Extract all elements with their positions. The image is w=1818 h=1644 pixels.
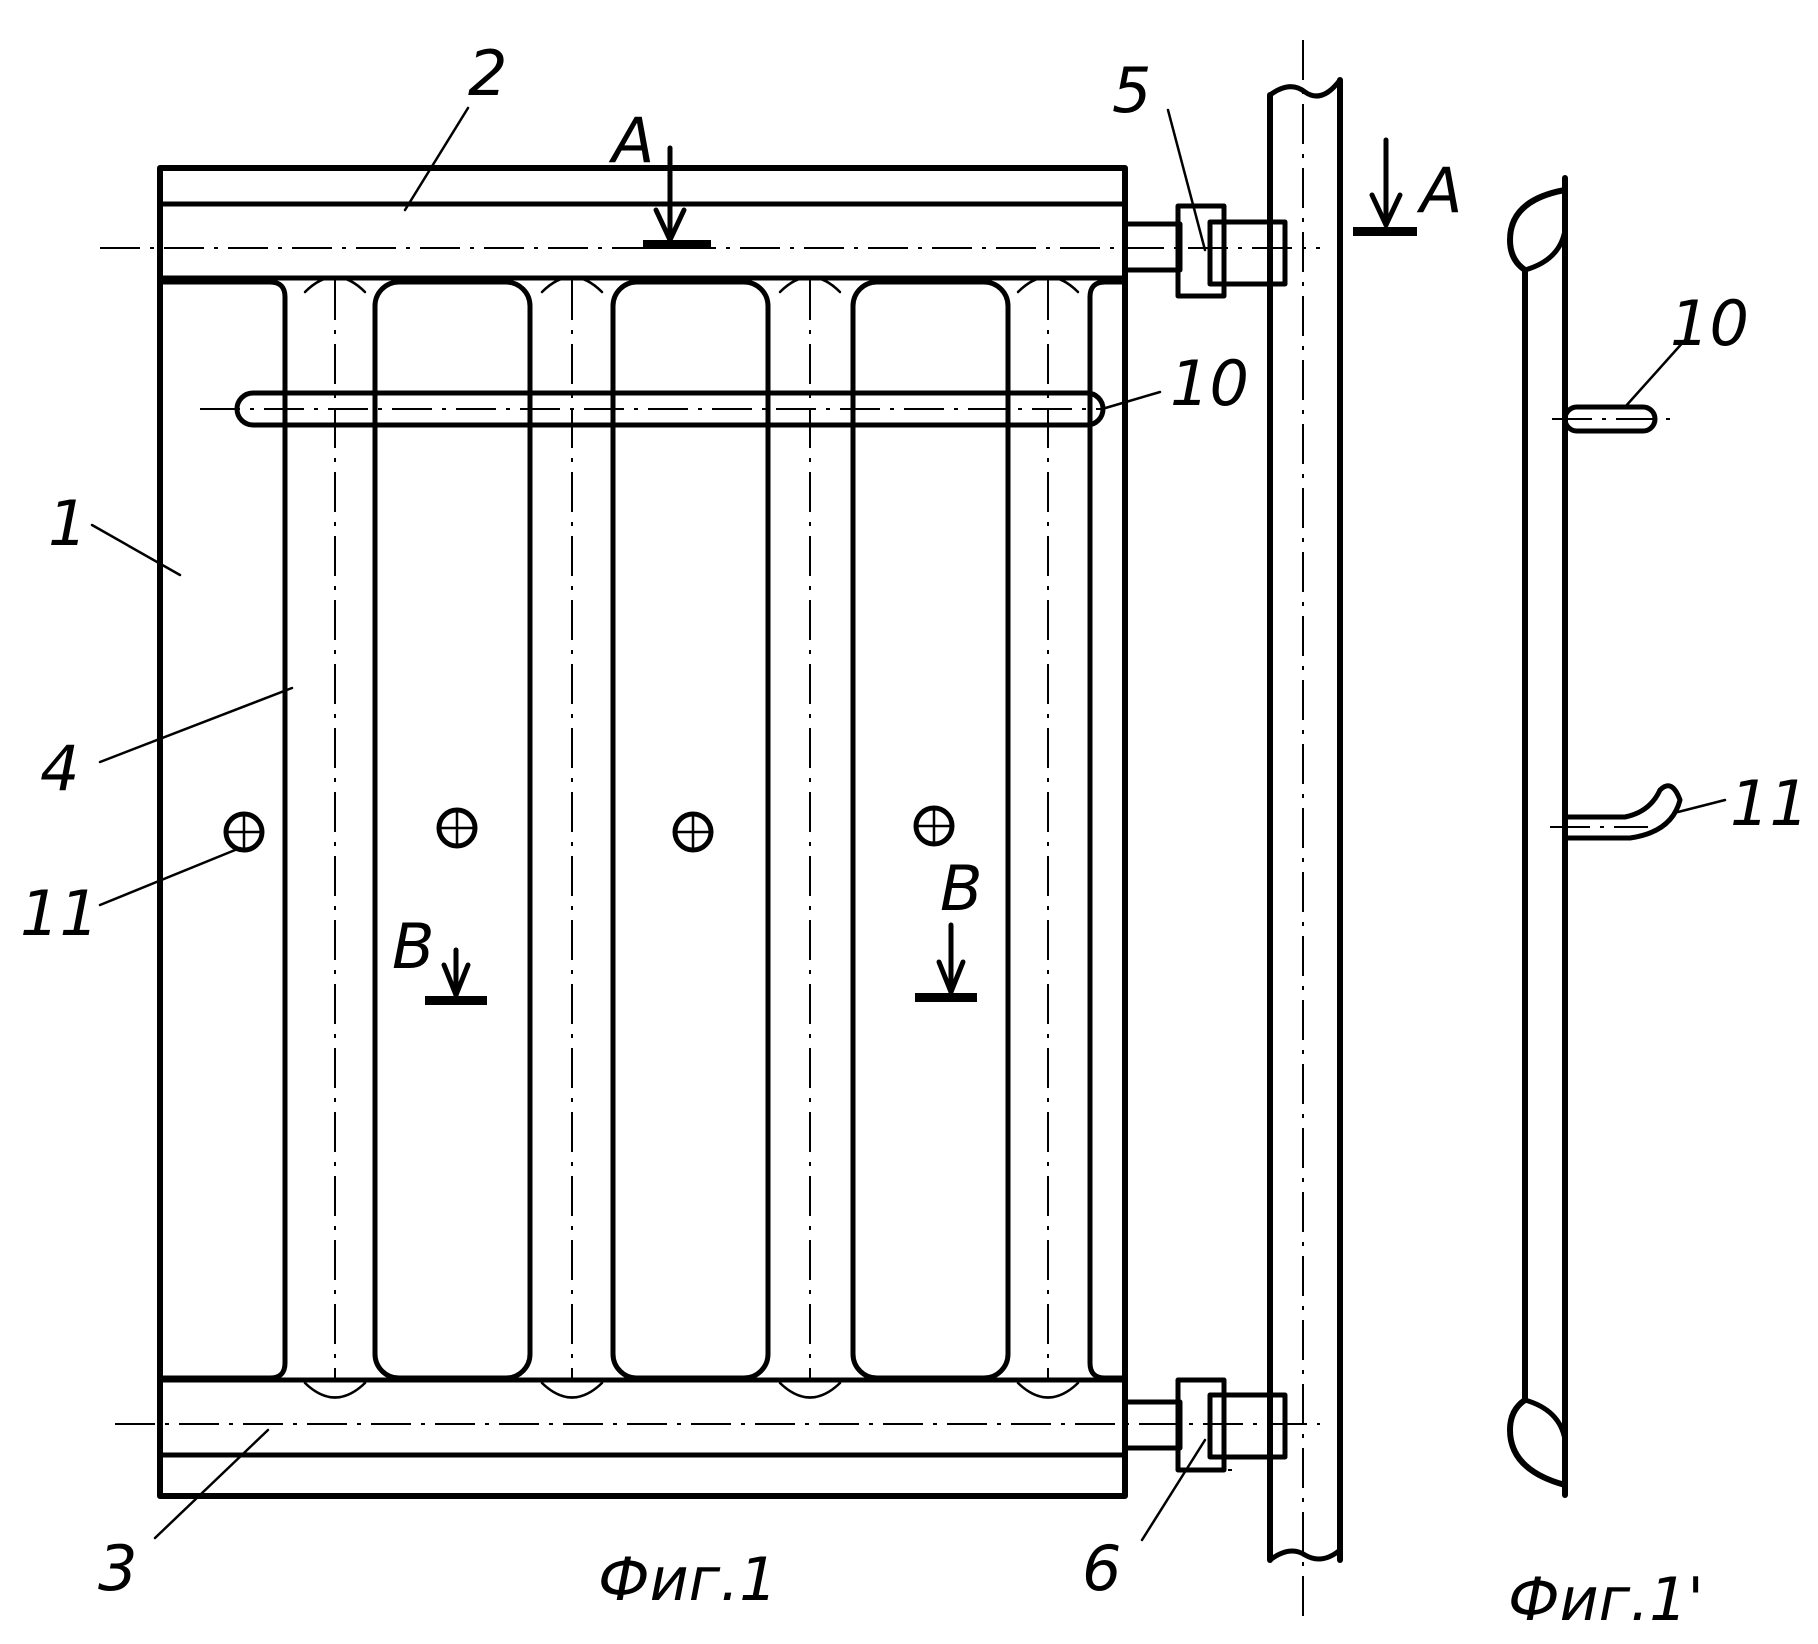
leader-6 [1142, 1440, 1205, 1540]
leader-2 [405, 108, 468, 210]
label-11a: 11 [20, 877, 99, 950]
leader-3 [155, 1430, 268, 1538]
label-4: 4 [40, 732, 79, 805]
pipe-break-top [1270, 80, 1340, 96]
leader-10a [1102, 392, 1160, 409]
section-mark-b-right [915, 925, 977, 1002]
leader-11b [1678, 800, 1725, 812]
panel-segment-1 [375, 282, 530, 1378]
pipe-break-bottom [1270, 1550, 1340, 1560]
channel-arc-bottom-2 [542, 1383, 602, 1398]
panel-segment-left [160, 282, 285, 1378]
profile-hook [1565, 786, 1680, 838]
mounting-hole-3 [675, 814, 711, 850]
label-section-b-left: B [392, 910, 435, 983]
section-mark-a-side [1353, 140, 1417, 236]
label-3: 3 [98, 1532, 137, 1605]
leader-11a [100, 848, 240, 905]
channel-arc-bottom-4 [1018, 1383, 1078, 1398]
label-1: 1 [48, 487, 87, 560]
mounting-hole-4 [916, 808, 952, 844]
caption-fig1prime: Фиг.1' [1508, 1565, 1704, 1635]
fig1-front-view [92, 108, 1320, 1540]
label-10a: 10 [1170, 347, 1249, 420]
caption-fig1: Фиг.1 [598, 1545, 777, 1615]
profile-bulge-bottom [1525, 1400, 1565, 1440]
label-section-a-top: A [608, 104, 654, 177]
mounting-hole-2 [439, 810, 475, 846]
label-10b: 10 [1670, 287, 1749, 360]
channel-arc-bottom-3 [780, 1383, 840, 1398]
riser-pipe-side [1270, 40, 1417, 1620]
label-2: 2 [468, 37, 507, 110]
channel-arc-bottom-1 [305, 1383, 365, 1398]
label-6: 6 [1082, 1532, 1121, 1605]
label-section-b-right: B [940, 852, 983, 925]
label-5: 5 [1112, 54, 1151, 127]
panel-outline [160, 168, 1125, 1496]
panel-segment-right [1090, 282, 1125, 1378]
leader-1 [92, 525, 180, 575]
panel-segment-2 [613, 282, 768, 1378]
profile-wall-front [1510, 190, 1565, 1485]
panel-segment-3 [853, 282, 1008, 1378]
label-section-a-side: A [1416, 154, 1462, 227]
label-11b: 11 [1730, 767, 1809, 840]
fig1prime-side-view [1510, 178, 1725, 1495]
leader-5 [1168, 110, 1205, 250]
mounting-hole-1 [226, 814, 262, 850]
profile-bulge-top [1525, 230, 1565, 270]
leader-4 [100, 688, 292, 762]
